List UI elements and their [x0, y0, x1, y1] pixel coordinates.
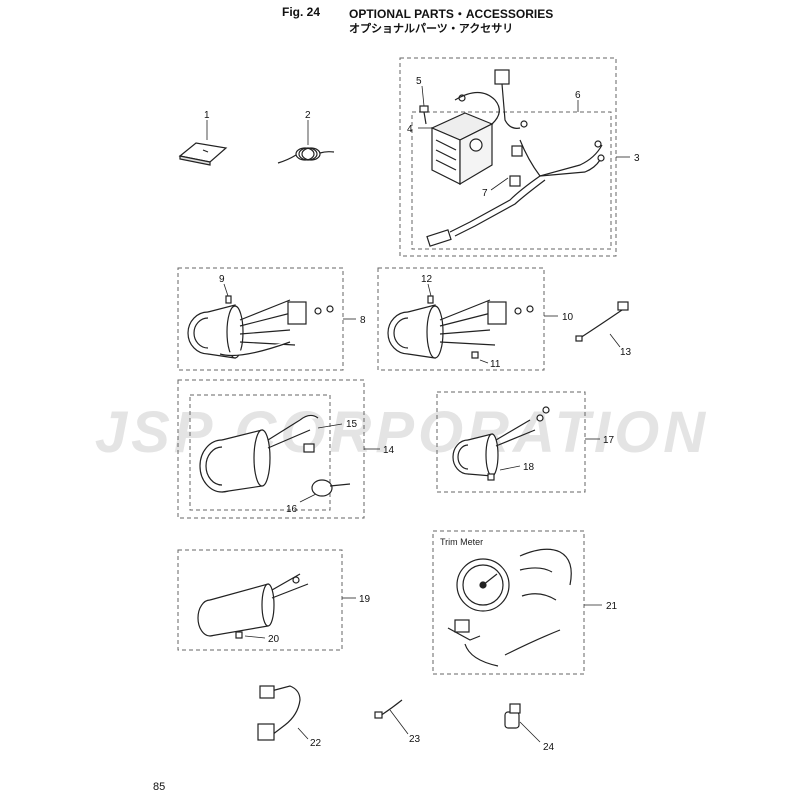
callout-17: 17: [603, 435, 615, 446]
part-10-gauge-assembly: [387, 295, 534, 359]
callout-10: 10: [562, 312, 574, 323]
callout-5: 5: [416, 76, 422, 87]
callout-15: 15: [346, 419, 358, 430]
group-box-10: [377, 267, 545, 371]
part-21-trim-meter: [447, 548, 572, 667]
figure-number: Fig. 24: [282, 5, 321, 19]
callout-18: 18: [523, 462, 535, 473]
part-5-bolt: [419, 105, 429, 125]
part-23-lead: [374, 699, 403, 719]
callout-4: 4: [407, 124, 413, 135]
callout-22: 22: [310, 738, 322, 749]
part-17-gauge-assembly: [452, 406, 550, 481]
page-number: 85: [153, 781, 166, 793]
callout-23: 23: [409, 734, 421, 745]
callout-1: 1: [204, 110, 210, 121]
callout-14: 14: [383, 445, 395, 456]
group-box-17: [436, 391, 586, 493]
group-box-8: [177, 267, 344, 371]
callout-24: 24: [543, 742, 555, 753]
callout-7: 7: [482, 188, 488, 199]
callout-labels: 1 2 3 4 5 6 7 8 9 10 11 12 13 14 15 16 1…: [204, 76, 640, 753]
part-6-wire-harness: [426, 69, 605, 247]
callout-21: 21: [606, 601, 618, 612]
part-8-gauge-assembly: [187, 295, 334, 359]
part-2-coil: [277, 147, 335, 164]
group-box-6: [411, 111, 612, 250]
callout-16: 16: [286, 504, 298, 515]
part-19-gauge-assembly: [197, 573, 309, 639]
group-box-19: [177, 549, 343, 651]
watermark-text: JSP CORPORATION: [95, 400, 709, 465]
callout-13: 13: [620, 347, 632, 358]
callout-20: 20: [268, 634, 280, 645]
part-13-lead: [575, 301, 629, 342]
trim-meter-label: Trim Meter: [440, 537, 483, 547]
part-1-pad: [178, 142, 228, 166]
callout-9: 9: [219, 274, 225, 285]
callout-12: 12: [421, 274, 433, 285]
callout-3: 3: [634, 153, 640, 164]
part-14-gauge-with-switch: [199, 414, 351, 497]
callout-6: 6: [575, 90, 581, 101]
callout-11: 11: [490, 359, 501, 370]
part-22-harness: [257, 685, 301, 741]
group-box-15: [189, 394, 331, 511]
callout-19: 19: [359, 594, 371, 605]
page-subtitle: オプショナルパーツ・アクセサリ: [349, 23, 514, 35]
page-title: OPTIONAL PARTS・ACCESSORIES: [349, 7, 554, 21]
part-4-regulator: [430, 112, 494, 186]
part-24-fitting: [504, 703, 521, 729]
callout-2: 2: [305, 110, 311, 121]
callout-8: 8: [360, 315, 366, 326]
